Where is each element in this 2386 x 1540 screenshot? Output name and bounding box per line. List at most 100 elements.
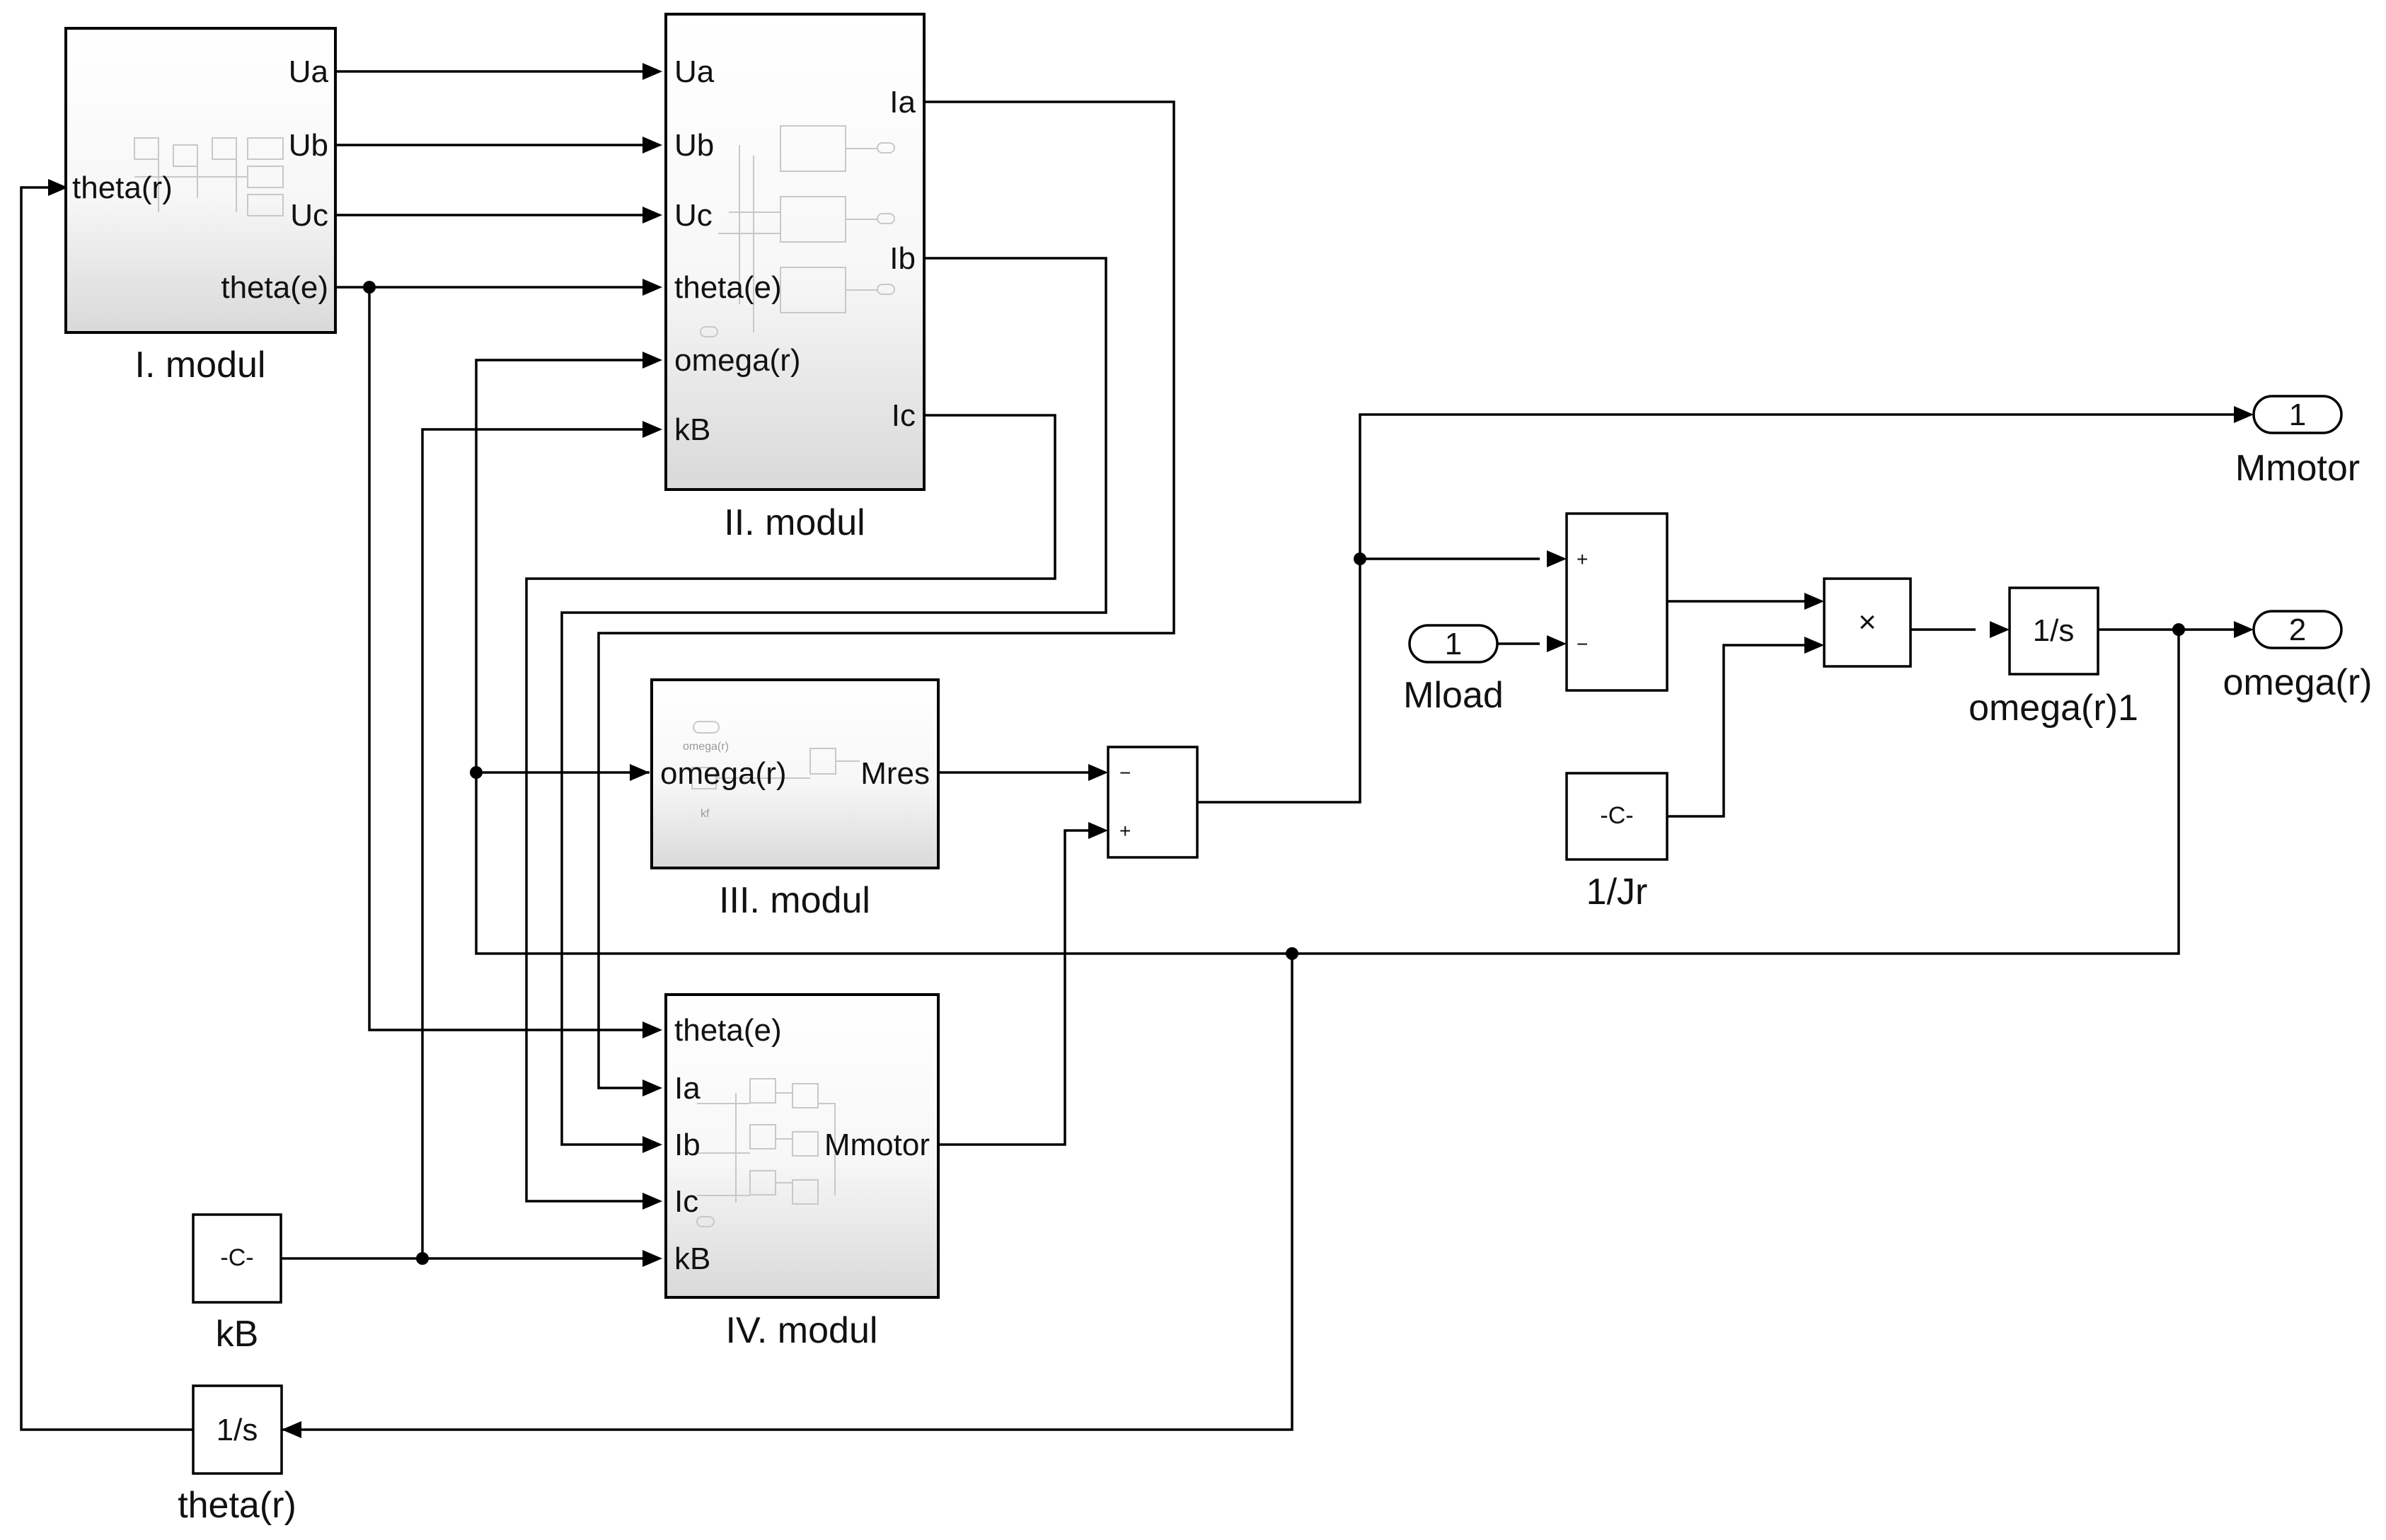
- integrator-theta-text: 1/s: [217, 1413, 258, 1447]
- wire-ia[interactable]: [597, 100, 1175, 1089]
- const-jr-label: 1/Jr: [1586, 872, 1648, 913]
- inport-mload-number: 1: [1445, 627, 1462, 661]
- outport-mmotor[interactable]: 1 Mmotor: [2235, 395, 2360, 489]
- modul2-block[interactable]: Ua Ub Uc theta(e) omega(r) kB Ia Ib Ic I…: [664, 13, 926, 543]
- modul3-block[interactable]: omega(r) kf omega(r) Mres III. modul: [650, 678, 940, 921]
- arrow-theta-e: [642, 279, 662, 296]
- const-jr-block[interactable]: -C- 1/Jr: [1565, 772, 1669, 913]
- modul1-thumbnail: [134, 137, 284, 216]
- arrow-theta-r-m1: [48, 179, 68, 196]
- product-block[interactable]: ×: [1823, 577, 1912, 668]
- sum2-sign-plus: +: [1577, 548, 1588, 570]
- wire-mmotor[interactable]: [938, 829, 1095, 1146]
- modul2-thumbnail: [700, 125, 895, 337]
- wire-motor-torque[interactable]: [1197, 413, 2239, 804]
- arrow-ub: [642, 137, 662, 154]
- sum1-sign-minus: −: [1119, 762, 1131, 784]
- arrow-omega-m2: [642, 352, 662, 369]
- modul3-thumb-omega: omega(r): [683, 741, 729, 753]
- modul3-label: III. modul: [719, 880, 870, 921]
- arrow-out-omega: [2234, 621, 2254, 638]
- modul1-out-uc: Uc: [290, 198, 328, 233]
- arrowheads: [48, 63, 2254, 1438]
- arrow-uc: [642, 207, 662, 224]
- modul2-in-theta-e: theta(e): [674, 270, 782, 305]
- arrow-int-omega: [1990, 621, 2010, 638]
- integrator-omega-text: 1/s: [2033, 613, 2075, 648]
- const-kb-text: -C-: [220, 1244, 253, 1271]
- arrow-prod-1: [1804, 593, 1824, 610]
- signal-lines: [20, 70, 2239, 1431]
- wire-kb-branch[interactable]: [421, 428, 650, 1258]
- modul4-block[interactable]: theta(e) Ia Ib Ic kB Mmotor IV. modul: [664, 993, 940, 1351]
- modul2-out-ib: Ib: [889, 241, 916, 276]
- arrow-sum2-plus: [1547, 550, 1567, 567]
- arrow-ib-m4: [642, 1136, 662, 1153]
- const-jr-text: -C-: [1600, 802, 1633, 829]
- modul4-thumbnail: [696, 1078, 836, 1227]
- arrow-ia-m4: [642, 1079, 662, 1096]
- outport-omega-number: 2: [2289, 613, 2306, 647]
- outport-omega-label: omega(r): [2223, 662, 2373, 703]
- sum1-sign-plus: +: [1119, 820, 1131, 842]
- modul1-label: I. modul: [135, 345, 266, 386]
- modul3-thumb-kf: kf: [701, 808, 710, 820]
- modul2-out-ia: Ia: [889, 85, 916, 120]
- wire-inverse-jr[interactable]: [1667, 644, 1804, 818]
- wire-theta-e-branch[interactable]: [368, 287, 650, 1031]
- modul2-out-ic: Ic: [892, 398, 916, 433]
- modul3-in-omega-r: omega(r): [660, 756, 787, 791]
- integrator-omega-block[interactable]: 1/s omega(r)1: [1969, 586, 2138, 729]
- product-symbol: ×: [1858, 605, 1877, 639]
- branch-points: [363, 281, 2185, 1265]
- wire-ib[interactable]: [560, 257, 1107, 1146]
- modul1-out-ua: Ua: [289, 54, 329, 89]
- modul3-thumbnail: omega(r) kf: [683, 721, 860, 820]
- modul4-out-mmotor: Mmotor: [824, 1128, 930, 1162]
- integrator-theta-label: theta(r): [178, 1485, 296, 1526]
- modul2-in-uc: Uc: [674, 198, 713, 233]
- outport-mmotor-label: Mmotor: [2235, 448, 2360, 489]
- modul1-out-theta-e: theta(e): [221, 270, 328, 305]
- wire-omega-feedback[interactable]: [475, 359, 2180, 955]
- const-kb-block[interactable]: -C- kB: [192, 1213, 282, 1355]
- modul1-block[interactable]: theta(r) Ua Ub Uc theta(e) I. modul: [64, 27, 337, 386]
- modul1-out-ub: Ub: [289, 128, 328, 163]
- modul2-in-ub: Ub: [674, 128, 714, 163]
- modul2-in-omega-r: omega(r): [674, 343, 801, 378]
- wire-omega-to-theta-integrator[interactable]: [282, 954, 1293, 1431]
- inport-mload[interactable]: 1 Mload: [1403, 624, 1504, 716]
- arrow-kb-m4: [642, 1250, 662, 1267]
- integrator-omega-label: omega(r)1: [1969, 688, 2138, 729]
- arrow-sum1-plus: [1088, 822, 1108, 839]
- arrow-int-theta: [282, 1421, 301, 1438]
- outport-mmotor-number: 1: [2289, 398, 2306, 432]
- arrow-ic-m4: [642, 1193, 662, 1210]
- modul2-in-ua: Ua: [674, 54, 715, 89]
- modul4-in-ib: Ib: [674, 1128, 701, 1162]
- modul4-in-ic: Ic: [674, 1184, 698, 1219]
- arrow-omega-m3: [630, 764, 650, 781]
- modul1-in-theta-r: theta(r): [72, 170, 173, 205]
- modul2-label: II. modul: [724, 502, 865, 543]
- arrow-theta-e-m4: [642, 1021, 662, 1038]
- arrow-sum2-minus: [1547, 635, 1567, 652]
- sum2-block[interactable]: + −: [1565, 512, 1669, 692]
- arrow-sum1-minus: [1088, 764, 1108, 781]
- arrow-out-mmotor: [2234, 406, 2254, 423]
- wire-theta-r[interactable]: [20, 186, 193, 1431]
- outport-omega[interactable]: 2 omega(r): [2223, 610, 2373, 703]
- inport-mload-label: Mload: [1403, 675, 1504, 716]
- const-kb-label: kB: [216, 1314, 259, 1355]
- sum1-block[interactable]: − +: [1107, 746, 1199, 859]
- arrow-ua: [642, 63, 662, 80]
- modul4-in-kb: kB: [674, 1241, 710, 1276]
- arrow-kb-m2: [642, 421, 662, 438]
- modul4-in-ia: Ia: [674, 1071, 701, 1106]
- integrator-theta-block[interactable]: 1/s theta(r): [178, 1384, 296, 1526]
- modul4-in-theta-e: theta(e): [674, 1013, 782, 1048]
- modul3-out-mres: Mres: [860, 756, 930, 791]
- arrow-prod-2: [1804, 637, 1824, 654]
- wire-ic[interactable]: [525, 414, 1056, 1203]
